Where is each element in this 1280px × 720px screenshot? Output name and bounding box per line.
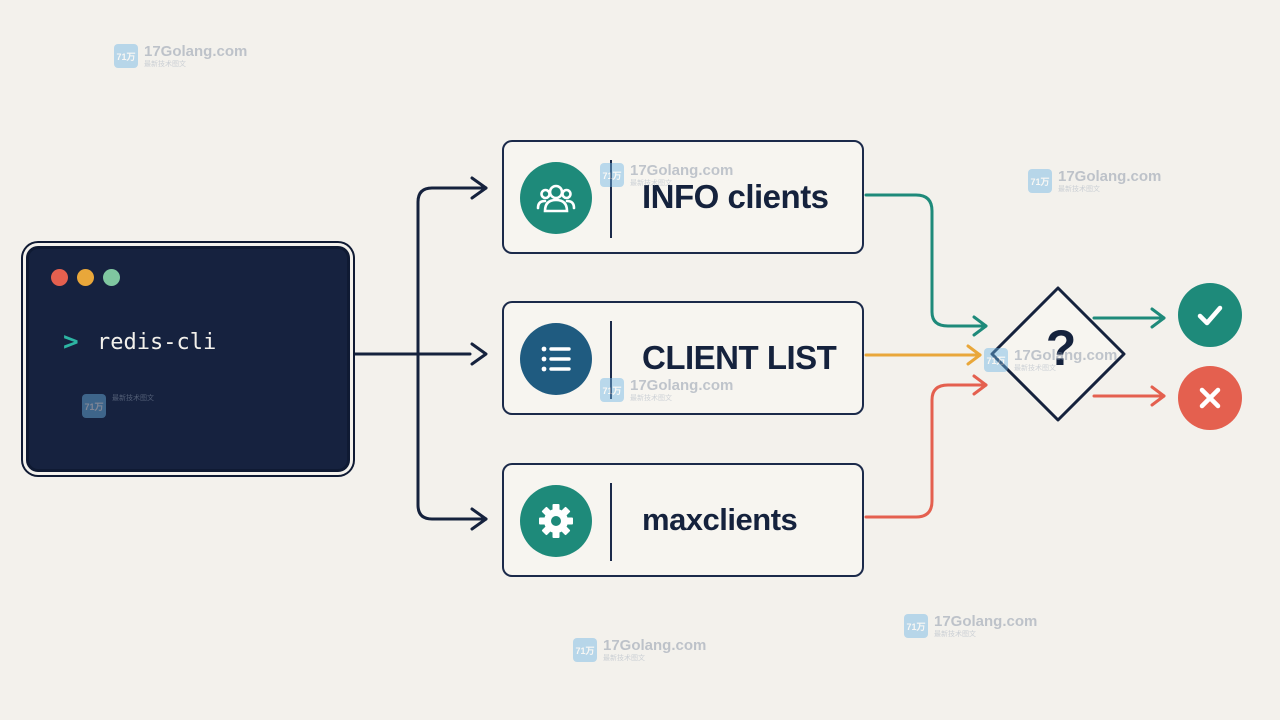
window-close-dot xyxy=(51,269,68,286)
watermark-logo: 71万 xyxy=(82,394,106,418)
watermark-sub: 最新技术图文 xyxy=(934,631,976,638)
watermark-logo: 71万 xyxy=(600,163,624,187)
watermark-logo: 71万 xyxy=(114,44,138,68)
watermark-sub: 最新技术图文 xyxy=(112,395,154,402)
watermark-site: 17Golang.com xyxy=(934,613,1038,630)
arrowhead-list xyxy=(470,342,488,366)
arrowhead-list-decision xyxy=(966,344,982,366)
card-maxclients: maxclients xyxy=(502,463,864,577)
arrowhead-info xyxy=(470,176,488,200)
terminal-prompt: > redis-cli xyxy=(63,327,216,357)
watermark-logo: 71万 xyxy=(1028,169,1052,193)
cross-icon xyxy=(1178,366,1242,430)
watermark-logo: 71万 xyxy=(573,638,597,662)
watermark-sub: 最新技术图文 xyxy=(1014,365,1056,372)
watermark-sub: 最新技术图文 xyxy=(630,180,672,187)
connector-info-to-decision xyxy=(864,193,988,328)
watermark-logo: 71万 xyxy=(984,348,1008,372)
watermark-site: 17Golang.com xyxy=(630,377,734,394)
watermark-sub: 最新技术图文 xyxy=(144,61,186,68)
arrowhead-ok xyxy=(1150,307,1166,329)
users-icon xyxy=(520,162,592,234)
arrowhead-info-decision xyxy=(972,315,988,337)
decision-symbol: ? xyxy=(1045,320,1077,376)
watermark-sub: 最新技术图文 xyxy=(603,655,645,662)
watermark: 71万 最新技术图文 xyxy=(82,394,154,418)
watermark-site: 17Golang.com xyxy=(144,43,248,60)
connector-max-to-decision xyxy=(864,383,988,519)
card-client-list: CLIENT LIST xyxy=(502,301,864,415)
watermark-sub: 最新技术图文 xyxy=(1058,186,1100,193)
card-divider xyxy=(610,160,612,238)
card-divider xyxy=(610,483,612,561)
arrowhead-max xyxy=(470,507,488,531)
prompt-chevron-icon: > xyxy=(63,327,79,357)
terminal-command: redis-cli xyxy=(97,329,217,355)
watermark-logo: 71万 xyxy=(904,614,928,638)
card-label: INFO clients xyxy=(642,178,829,215)
card-label: CLIENT LIST xyxy=(642,339,837,376)
list-icon xyxy=(520,323,592,395)
watermark-site: 17Golang.com xyxy=(603,637,707,654)
gear-icon xyxy=(520,485,592,557)
window-maximize-dot xyxy=(103,269,120,286)
decision-diamond xyxy=(990,286,1126,422)
card-label: maxclients xyxy=(642,502,798,537)
terminal-window: > redis-cli xyxy=(26,246,350,472)
watermark-sub: 最新技术图文 xyxy=(630,395,672,402)
watermark-site: 17Golang.com xyxy=(630,162,734,179)
arrowhead-max-decision xyxy=(972,374,988,396)
connector-branch-trunk xyxy=(416,186,488,521)
check-icon xyxy=(1178,283,1242,347)
arrowhead-fail xyxy=(1150,385,1166,407)
watermark-site: 17Golang.com xyxy=(1014,347,1118,364)
watermark-site: 17Golang.com xyxy=(1058,168,1162,185)
watermark-logo: 71万 xyxy=(600,378,624,402)
card-divider xyxy=(610,321,612,399)
card-info-clients: INFO clients xyxy=(502,140,864,254)
window-minimize-dot xyxy=(77,269,94,286)
